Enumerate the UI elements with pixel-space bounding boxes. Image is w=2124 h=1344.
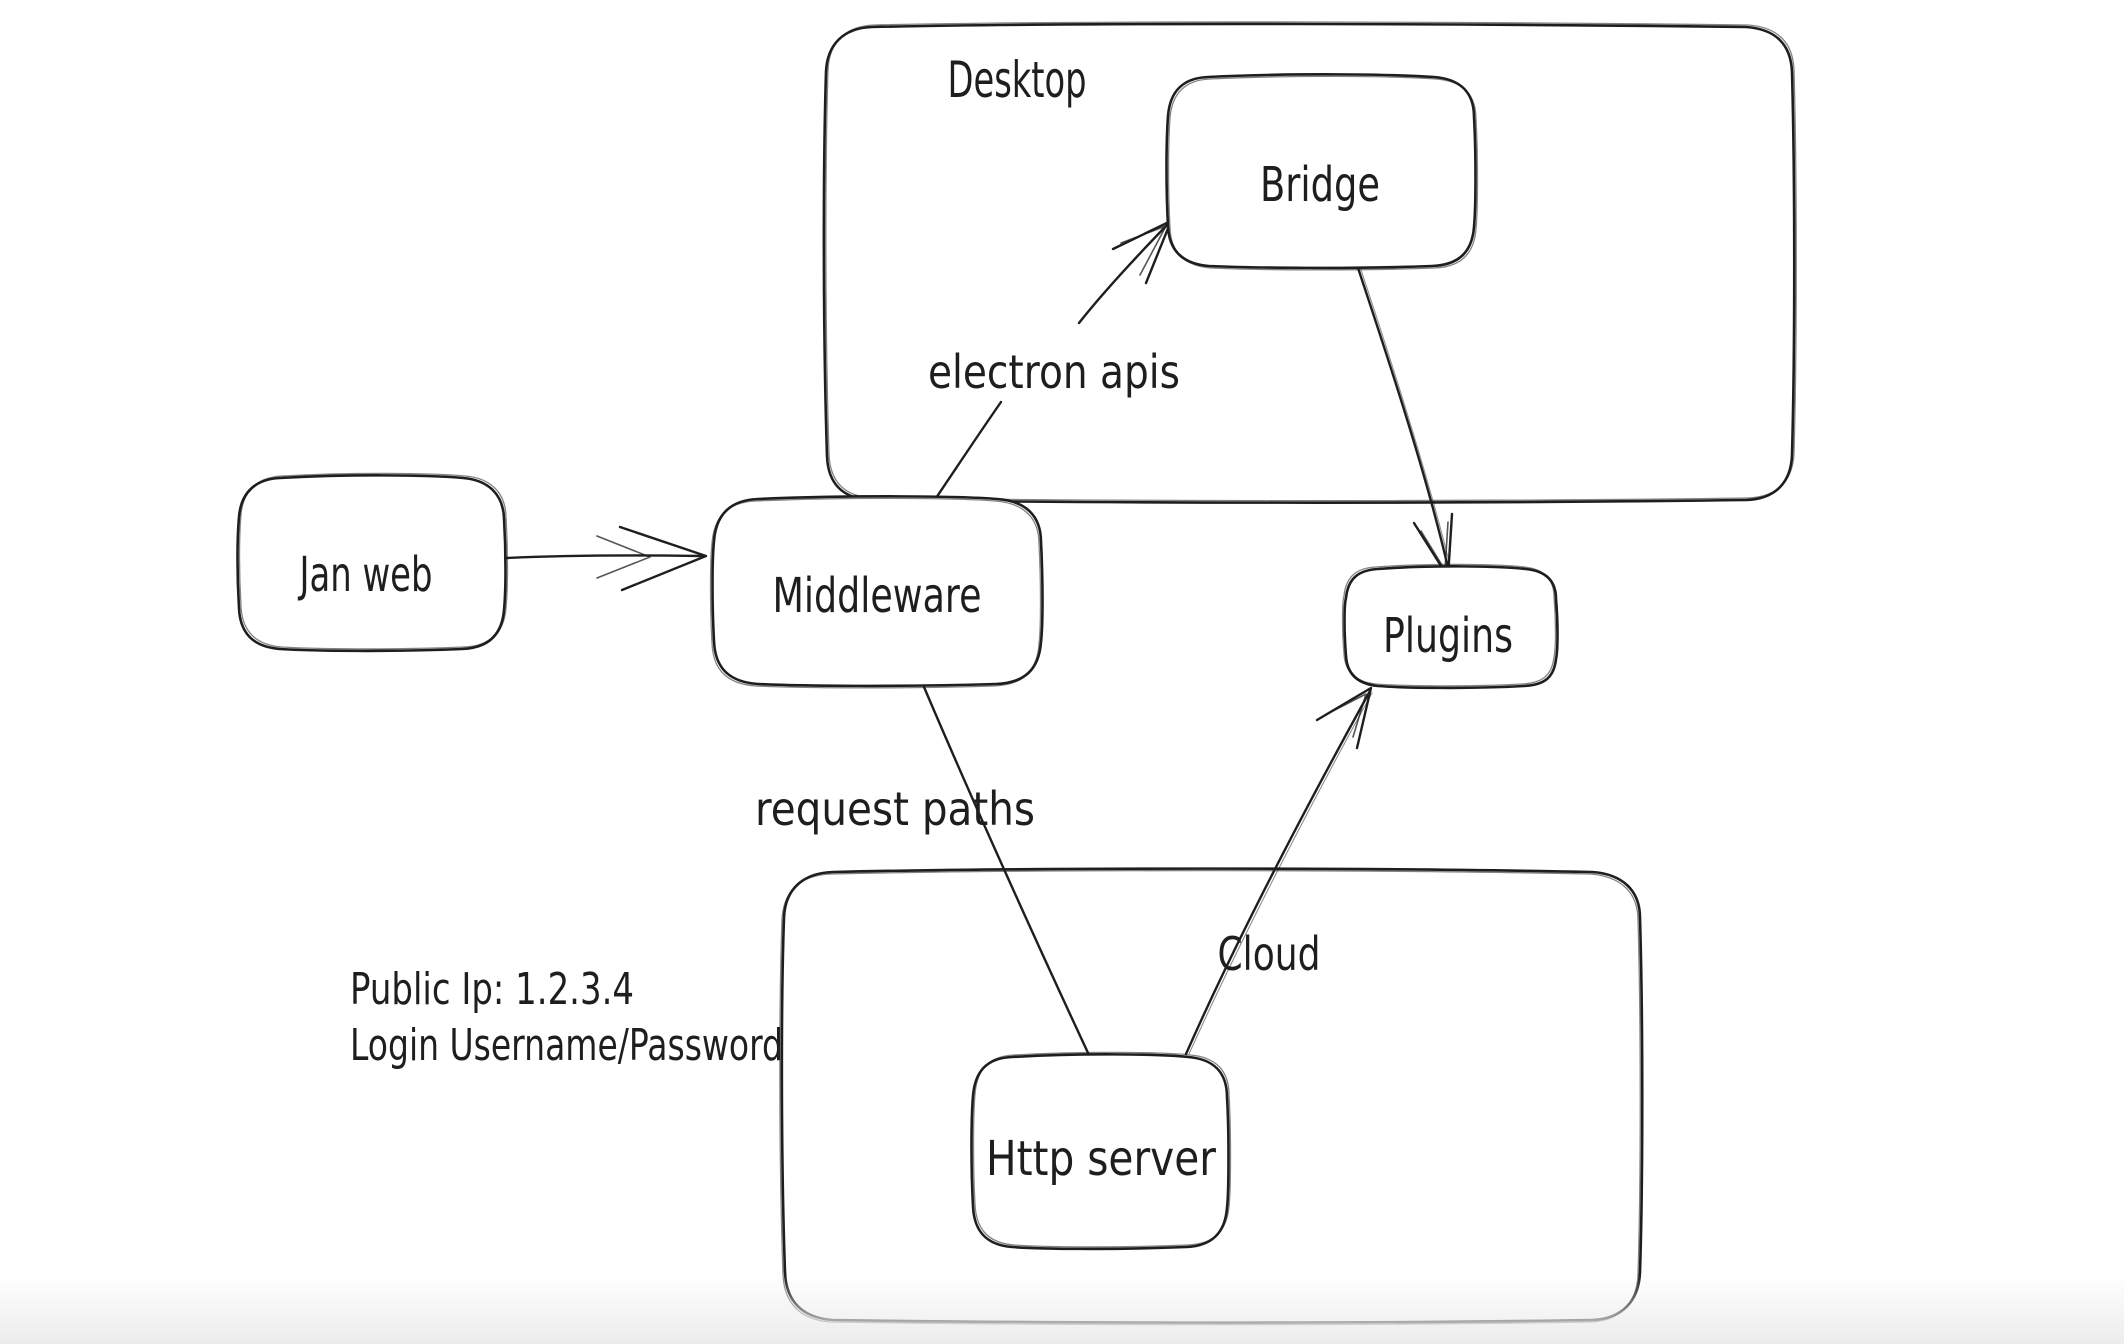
arrow-shaft-overdraw: [1188, 692, 1373, 1055]
bridge-box-overdraw: [1167, 75, 1479, 271]
jan-web-label[interactable]: Jan web: [297, 547, 432, 603]
arrow-shaft-lower: [934, 400, 1003, 500]
plugins-label[interactable]: Plugins: [1383, 608, 1513, 664]
desktop-label[interactable]: Desktop: [948, 51, 1087, 109]
http-server-label[interactable]: Http server: [986, 1131, 1216, 1187]
http-server-node[interactable]: Http server: [970, 1051, 1232, 1251]
middleware-box-overdraw: [709, 497, 1042, 689]
arrow-shaft: [1356, 266, 1451, 574]
arrow-shaft-upper: [1077, 222, 1170, 325]
desktop-container-box[interactable]: [822, 22, 1796, 504]
arrowhead-upright-overdraw-icon: [1120, 225, 1167, 276]
arrowhead-upright-overdraw-icon: [1324, 693, 1367, 738]
arrow-janweb-to-middleware[interactable]: [504, 525, 708, 592]
jan-web-box[interactable]: [236, 474, 507, 653]
jan-web-box-overdraw: [238, 472, 509, 650]
credentials-annotation[interactable]: Public Ip: 1.2.3.4 Login Username/Passwo…: [350, 964, 783, 1071]
arrow-shaft-overdraw: [1360, 269, 1452, 571]
jan-web-node[interactable]: Jan web: [236, 472, 509, 653]
desktop-container[interactable]: Desktop: [822, 21, 1797, 504]
arrow-middleware-to-httpserver[interactable]: [922, 685, 1091, 1057]
bridge-node[interactable]: Bridge: [1165, 73, 1479, 271]
public-ip-text[interactable]: Public Ip: 1.2.3.4: [350, 964, 634, 1015]
desktop-container-box-overdraw: [825, 21, 1797, 502]
http-server-box[interactable]: [970, 1053, 1230, 1251]
middleware-node[interactable]: Middleware: [709, 495, 1044, 689]
electron-apis-label[interactable]: electron apis: [928, 345, 1180, 399]
middleware-box[interactable]: [711, 495, 1044, 688]
cloud-label[interactable]: Cloud: [1218, 927, 1321, 981]
arrow-httpserver-to-plugins[interactable]: [1184, 686, 1373, 1056]
arrow-shaft: [504, 554, 705, 560]
request-paths-label[interactable]: request paths: [755, 782, 1035, 836]
arrowhead-right-icon: [618, 525, 708, 592]
bridge-box[interactable]: [1165, 73, 1477, 270]
plugins-box-overdraw: [1341, 563, 1557, 687]
bridge-label[interactable]: Bridge: [1260, 157, 1380, 213]
login-text[interactable]: Login Username/Password: [350, 1020, 783, 1071]
http-server-box-overdraw: [972, 1051, 1232, 1248]
arrowhead-right-overdraw-icon: [596, 535, 651, 579]
arrow-shaft: [1184, 689, 1372, 1056]
arrow-shaft: [922, 685, 1091, 1057]
plugins-box[interactable]: [1343, 565, 1559, 690]
middleware-label[interactable]: Middleware: [773, 568, 982, 624]
arrow-bridge-to-plugins[interactable]: [1356, 266, 1454, 579]
plugins-node[interactable]: Plugins: [1341, 563, 1559, 690]
